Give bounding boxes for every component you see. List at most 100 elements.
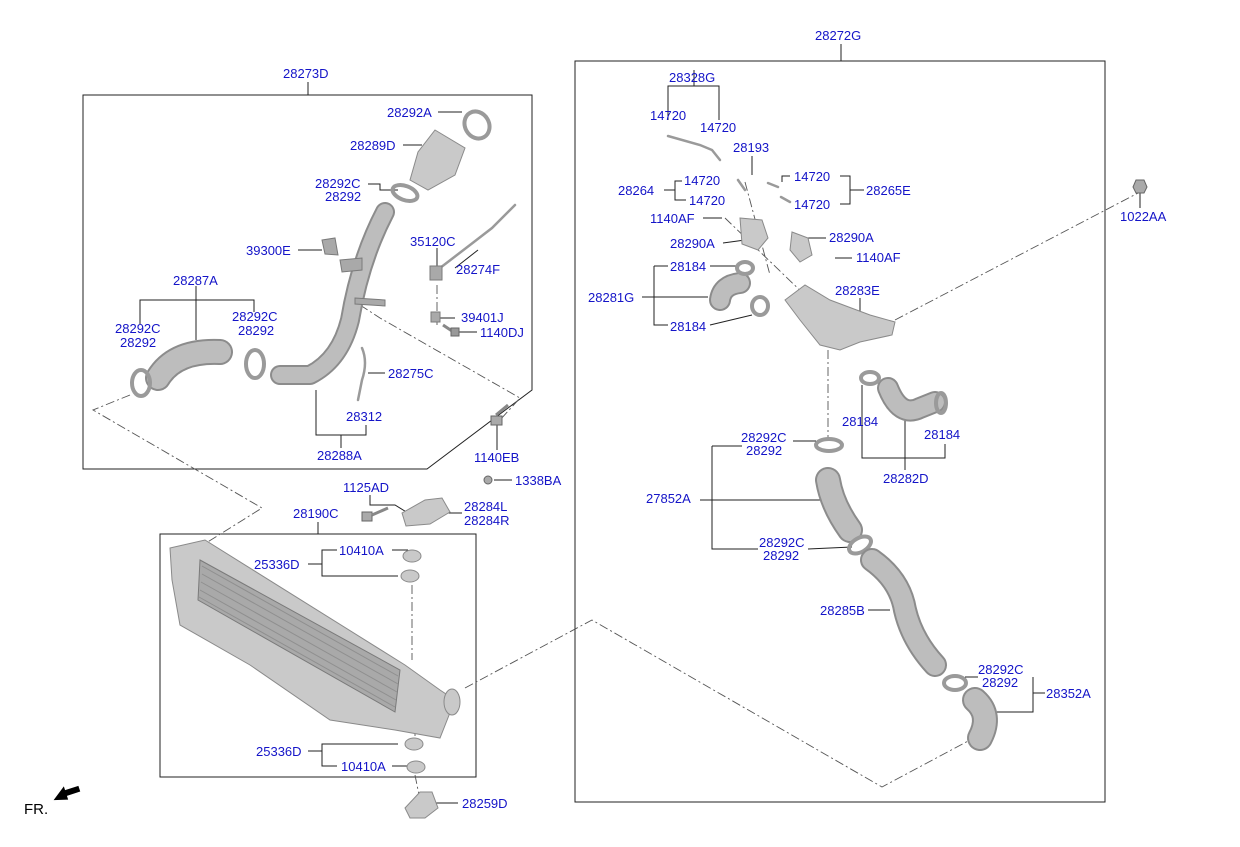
label-28275C[interactable]: 28275C (388, 366, 434, 381)
label-28265E[interactable]: 28265E (866, 183, 911, 198)
clamp-28292C-lower[interactable] (846, 533, 874, 557)
nut-1338BA[interactable] (483, 475, 493, 485)
label-28193[interactable]: 28193 (733, 140, 769, 155)
clamp-28292C-mid[interactable] (814, 437, 844, 453)
label-28284L[interactable]: 28284L (464, 499, 507, 514)
label-25336D-b[interactable]: 25336D (256, 744, 302, 759)
hose-28352A[interactable] (964, 689, 996, 749)
sensor-35120C[interactable] (429, 265, 443, 281)
label-1140EB[interactable]: 1140EB (474, 450, 519, 465)
clamp-28292C-left[interactable] (130, 368, 152, 398)
label-28292-a[interactable]: 28292 (325, 189, 361, 204)
label-1140DJ[interactable]: 1140DJ (480, 325, 524, 340)
label-28292C-f[interactable]: 28292C (978, 662, 1024, 677)
clamp-28292A[interactable] (460, 107, 495, 143)
label-28259D[interactable]: 28259D (462, 796, 508, 811)
label-28281G[interactable]: 28281G (588, 290, 634, 305)
wire-28274F[interactable] (438, 203, 517, 270)
label-1125AD[interactable]: 1125AD (343, 480, 389, 495)
label-10410A-b[interactable]: 10410A (341, 759, 386, 774)
label-1022AA[interactable]: 1022AA (1120, 209, 1167, 224)
housing-28283E[interactable] (784, 284, 896, 351)
actuator-28290A-right[interactable] (789, 231, 813, 263)
label-28292C-e[interactable]: 28292C (759, 535, 805, 550)
clamp-28184-d[interactable] (934, 391, 948, 415)
label-28312[interactable]: 28312 (346, 409, 382, 424)
bolt-1125AD[interactable] (361, 506, 389, 522)
label-28292C-b[interactable]: 28292C (115, 321, 161, 336)
label-14720-1[interactable]: 14720 (650, 108, 686, 123)
label-28184-c[interactable]: 28184 (842, 414, 878, 429)
hose-28282D[interactable] (879, 379, 944, 420)
label-28184-a[interactable]: 28184 (670, 259, 706, 274)
hose-14720-b[interactable] (766, 181, 780, 189)
mount-28259D[interactable] (404, 791, 439, 819)
pipe-28288A[interactable] (272, 204, 393, 383)
label-28274F[interactable]: 28274F (456, 262, 500, 277)
label-39401J[interactable]: 39401J (461, 310, 504, 325)
label-28190C[interactable]: 28190C (293, 506, 339, 521)
label-28292-f[interactable]: 28292 (982, 675, 1018, 690)
hose-14720-a[interactable] (736, 178, 747, 192)
hose-14720-c[interactable] (779, 195, 792, 204)
label-25336D-a[interactable]: 25336D (254, 557, 300, 572)
label-28292-c[interactable]: 28292 (238, 323, 274, 338)
label-14720-2[interactable]: 14720 (700, 120, 736, 135)
label-28272G[interactable]: 28272G (815, 28, 861, 43)
label-28287A[interactable]: 28287A (173, 273, 218, 288)
label-28292-e[interactable]: 28292 (763, 548, 799, 563)
label-14720-3[interactable]: 14720 (684, 173, 720, 188)
label-28184-d[interactable]: 28184 (924, 427, 960, 442)
label-28290A-a[interactable]: 28290A (670, 236, 715, 251)
label-28288A[interactable]: 28288A (317, 448, 362, 463)
clamp-28292C-right[interactable] (244, 348, 266, 380)
label-28264[interactable]: 28264 (618, 183, 654, 198)
bracket-39300E[interactable] (321, 237, 339, 256)
label-27852A[interactable]: 27852A (646, 491, 691, 506)
wire-28275C[interactable] (356, 346, 367, 402)
label-28283E[interactable]: 28283E (835, 283, 880, 298)
clamp-28184-c[interactable] (859, 370, 881, 386)
label-28290A-b[interactable]: 28290A (829, 230, 874, 245)
label-28292A[interactable]: 28292A (387, 105, 432, 120)
label-28292C-d[interactable]: 28292C (741, 430, 787, 445)
nut-1022AA[interactable] (1132, 179, 1148, 194)
label-28292-b[interactable]: 28292 (120, 335, 156, 350)
label-14720-5[interactable]: 14720 (794, 169, 830, 184)
label-1140AF-a[interactable]: 1140AF (650, 211, 695, 226)
pipe-27852A[interactable] (817, 469, 861, 541)
pipe-28285B[interactable] (862, 550, 945, 675)
bolt-1140EB[interactable] (490, 403, 509, 426)
label-10410A-a[interactable]: 10410A (339, 543, 384, 558)
grommet-25336D-bottom[interactable] (404, 737, 424, 751)
label-14720-6[interactable]: 14720 (794, 197, 830, 212)
label-28184-b[interactable]: 28184 (670, 319, 706, 334)
bolt-1140DJ[interactable] (442, 323, 460, 337)
hose-28281G[interactable] (711, 274, 749, 309)
label-28328G[interactable]: 28328G (669, 70, 715, 85)
label-28273D[interactable]: 28273D (283, 66, 329, 81)
label-28285B[interactable]: 28285B (820, 603, 865, 618)
clip-39401J[interactable] (430, 311, 441, 323)
label-28289D[interactable]: 28289D (350, 138, 396, 153)
clamp-28184-b[interactable] (750, 295, 770, 317)
label-28282D[interactable]: 28282D (883, 471, 929, 486)
label-1338BA[interactable]: 1338BA (515, 473, 562, 488)
clamp-28292C-top[interactable] (390, 182, 420, 204)
label-35120C[interactable]: 35120C (410, 234, 456, 249)
clamp-28184-a[interactable] (735, 260, 755, 276)
label-14720-4[interactable]: 14720 (689, 193, 725, 208)
clamp-28292C-bottom[interactable] (942, 674, 968, 692)
label-1140AF-b[interactable]: 1140AF (856, 250, 901, 265)
hose-28287A[interactable] (147, 340, 231, 389)
grommet-10410A-bottom[interactable] (406, 760, 426, 774)
bracket-28284L[interactable] (401, 497, 451, 527)
label-28292C-c[interactable]: 28292C (232, 309, 278, 324)
hose-28289D[interactable] (409, 129, 466, 191)
grommet-10410A-top[interactable] (402, 549, 422, 563)
label-28284R[interactable]: 28284R (464, 513, 510, 528)
hose-28328G[interactable] (666, 134, 722, 162)
label-39300E[interactable]: 39300E (246, 243, 291, 258)
actuator-28290A-left[interactable] (739, 217, 769, 251)
label-28292-d[interactable]: 28292 (746, 443, 782, 458)
